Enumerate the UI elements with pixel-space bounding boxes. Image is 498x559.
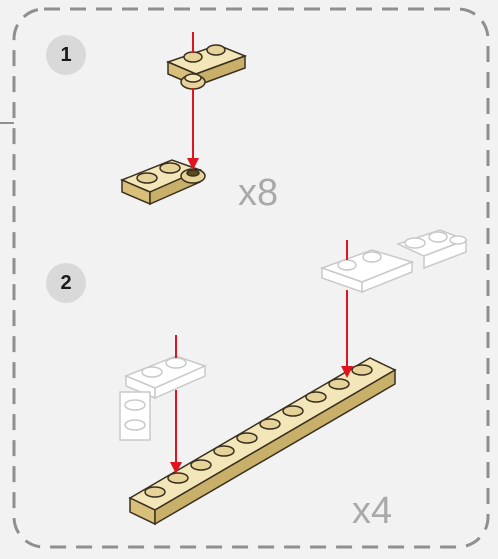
step1-top-plate — [165, 44, 248, 90]
step1-bottom-plate — [120, 159, 206, 206]
step1-multiplier: x8 — [238, 172, 279, 214]
step2-arrows — [170, 240, 353, 474]
step2-ghost-right — [319, 229, 469, 294]
step1-arrow — [187, 32, 199, 170]
step-number-badge-1: 1 — [46, 35, 86, 75]
step-number-badge-2: 2 — [46, 263, 86, 303]
step2-ghost-left — [119, 355, 208, 441]
step2-long-plate — [128, 357, 397, 526]
step2-multiplier: x4 — [352, 490, 393, 532]
